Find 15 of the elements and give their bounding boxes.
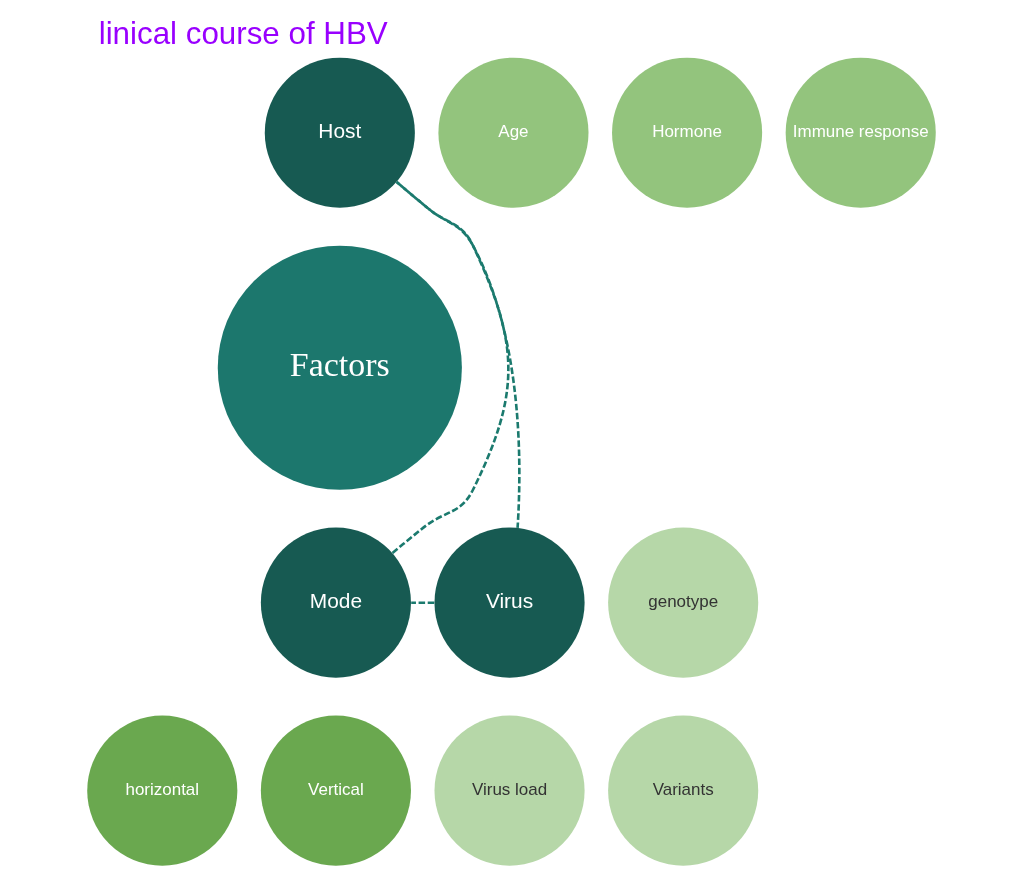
node-circle: Host: [264, 57, 415, 208]
node-circle: Vertical: [260, 715, 411, 866]
node-circle: Virus: [434, 527, 585, 678]
node-circle: Variants: [608, 715, 759, 866]
node-circle: Factors: [217, 245, 462, 490]
node-circle: horizontal: [87, 715, 238, 866]
node-circle: Mode: [260, 527, 411, 678]
node-circle: Virus load: [434, 715, 585, 866]
diagram-title: linical course of HBV: [98, 15, 388, 51]
node-circle: Immune response: [785, 57, 936, 208]
node-circle: Age: [438, 57, 589, 208]
node-circle: Hormone: [612, 57, 763, 208]
connector: [391, 181, 510, 554]
connector: [411, 601, 435, 604]
node-circle: genotype: [608, 527, 759, 678]
